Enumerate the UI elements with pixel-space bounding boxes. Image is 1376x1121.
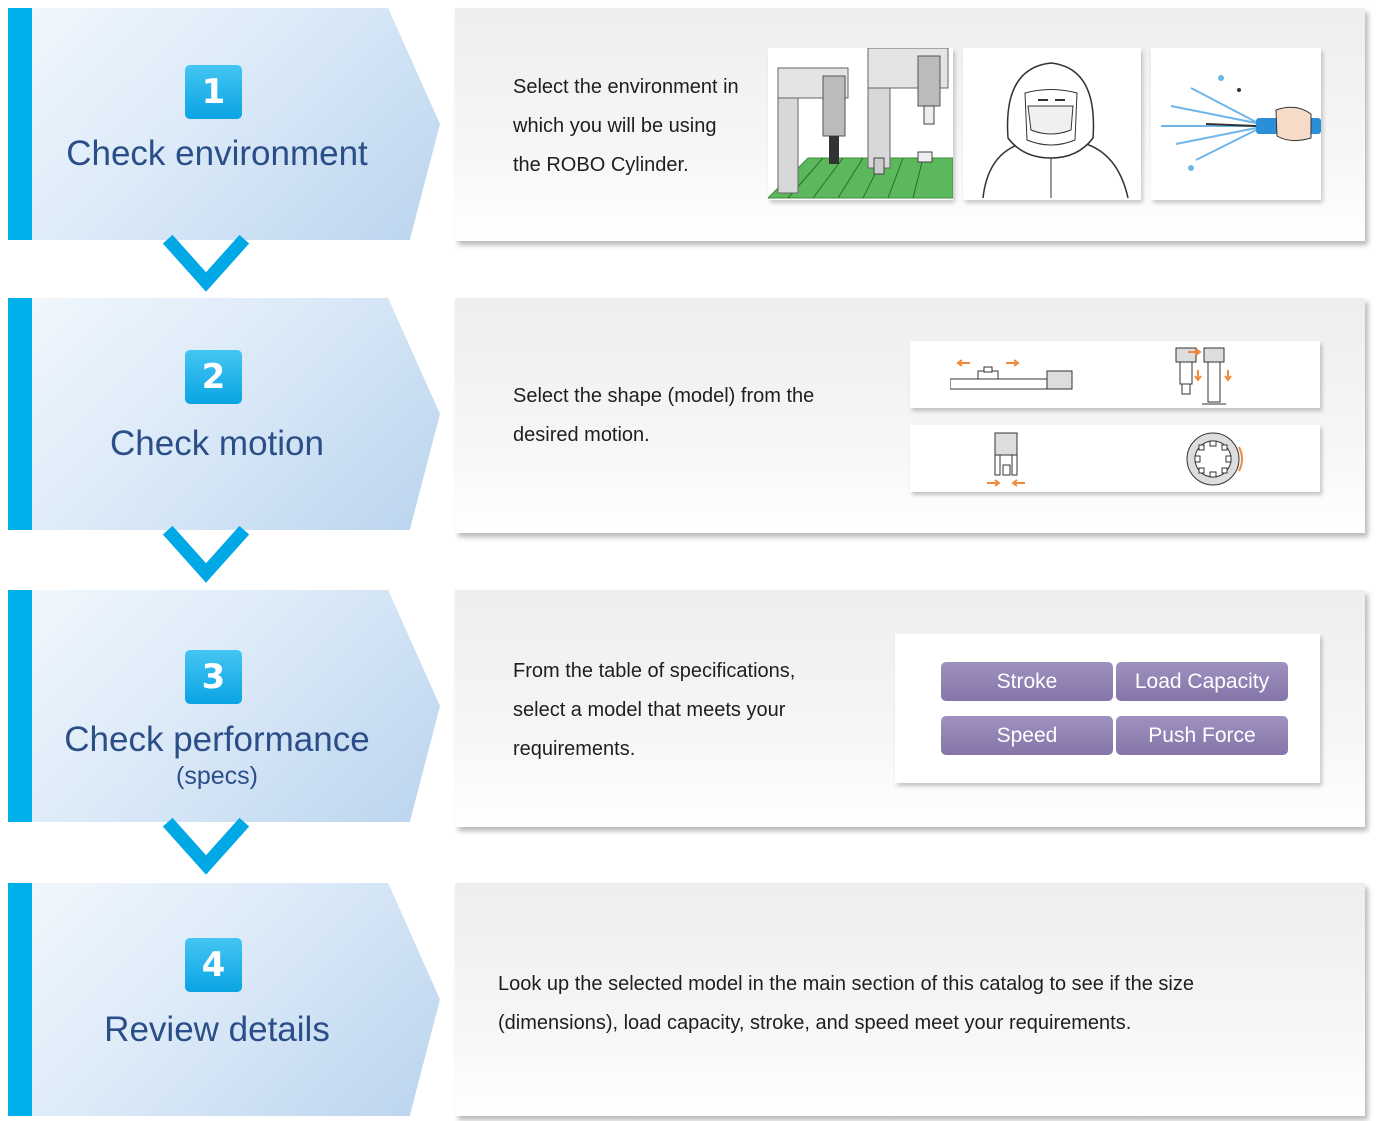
spec-speed: Speed [941,716,1113,755]
rotary-motion-icon [1186,432,1243,486]
step-3-subtitle: (specs) [176,762,258,790]
panel-3: From the table of specifications, select… [455,590,1365,827]
spec-table-card: Stroke Load Capacity Speed Push Force [895,634,1320,783]
step-1-accent-bar [8,8,32,240]
step-2: 2 Check motion [8,298,440,530]
spec-stroke: Stroke [941,662,1113,701]
step-4-shape [8,883,440,1116]
step-2-shape [8,298,440,530]
step-3-shape [8,590,440,822]
spec-load-capacity: Load Capacity [1116,662,1288,701]
down-arrow-icon [162,817,250,875]
step-1-number-badge: 1 [185,65,242,119]
panel-2: Select the shape (model) from the desire… [455,298,1365,533]
spec-push-force: Push Force [1116,716,1288,755]
panel-1-line-1: Select the environment in [513,76,739,98]
step-1-title: Check environment [66,134,368,173]
step-1: 1 Check environment [8,8,440,240]
panel-1-description: Select the environment in which you will… [513,68,739,185]
panel-3-description: From the table of specifications, select… [513,652,795,769]
panel-1-line-3: the ROBO Cylinder. [513,154,689,176]
panel-3-line-2: select a model that meets your [513,699,786,721]
panel-2-description: Select the shape (model) from the desire… [513,377,814,455]
step-2-accent-bar [8,298,32,530]
panel-1-line-2: which you will be using [513,115,717,137]
step-4-accent-bar [8,883,32,1116]
step-3-title: Check performance [64,720,370,759]
panel-2-line-2: desired motion. [513,424,650,446]
water-spray-illustration [1151,48,1321,200]
panel-3-line-3: requirements. [513,738,636,760]
slider-motion-icon [950,359,1073,390]
panel-3-line-1: From the table of specifications, [513,660,796,682]
step-3: 3 Check performance (specs) [8,590,440,822]
down-arrow-icon [162,525,250,583]
panel-4-line-2: (dimensions), load capacity, stroke, and… [498,1012,1132,1034]
motion-card-top [910,341,1320,408]
panel-4-description: Look up the selected model in the main s… [498,965,1194,1043]
panel-4: Look up the selected model in the main s… [455,883,1365,1116]
panel-1: Select the environment in which you will… [455,8,1365,241]
step-1-shape [8,8,440,240]
rod-motion-icon [1175,347,1232,405]
factory-conveyor-illustration [766,47,954,200]
step-3-accent-bar [8,590,32,822]
step-4: 4 Review details [8,883,440,1116]
gripper-motion-icon [987,432,1025,487]
motion-card-bottom [910,425,1320,492]
step-2-number-badge: 2 [185,350,242,404]
step-2-title: Check motion [110,424,324,463]
step-4-title: Review details [104,1010,330,1049]
down-arrow-icon [162,234,250,292]
panel-4-line-1: Look up the selected model in the main s… [498,973,1194,995]
panel-2-line-1: Select the shape (model) from the [513,385,815,407]
step-4-number-badge: 4 [185,938,242,992]
step-3-number-badge: 3 [185,650,242,704]
cleanroom-worker-illustration [963,48,1141,200]
